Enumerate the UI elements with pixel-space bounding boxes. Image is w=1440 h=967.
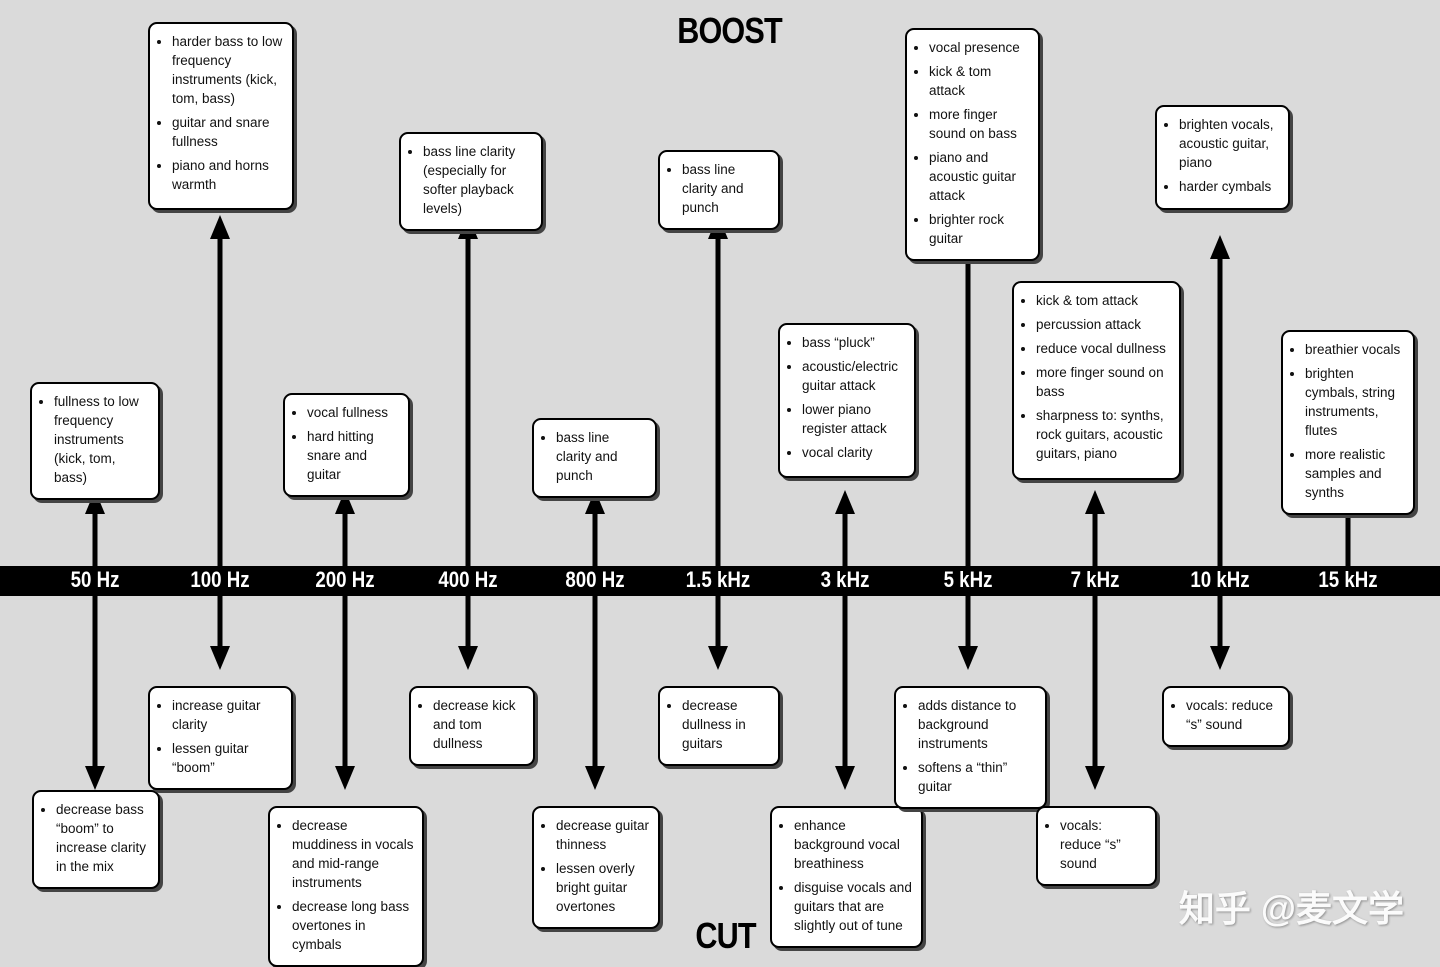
bullet-item: bass “pluck” bbox=[802, 333, 906, 352]
frequency-label: 15 kHz bbox=[1318, 567, 1378, 592]
cut-arrow-head bbox=[1085, 766, 1105, 790]
boost-box: bass line clarity and punch bbox=[532, 418, 657, 498]
bullet-item: vocal presence bbox=[929, 38, 1030, 57]
frequency-label: 50 Hz bbox=[70, 567, 120, 592]
bullet-item: harder cymbals bbox=[1179, 177, 1280, 196]
bullet-item: decrease guitar thinness bbox=[556, 816, 650, 854]
bullet-item: piano and acoustic guitar attack bbox=[929, 148, 1030, 205]
cut-arrow-head bbox=[708, 646, 728, 670]
boost-box: bass line clarity and punch bbox=[658, 150, 780, 230]
bullet-item: disguise vocals and guitars that are sli… bbox=[794, 878, 913, 935]
bullet-item: decrease long bass overtones in cymbals bbox=[292, 897, 414, 954]
bullet-item: lower piano register attack bbox=[802, 400, 906, 438]
frequency-band bbox=[0, 566, 1440, 596]
bullet-item: vocal clarity bbox=[802, 443, 906, 462]
bullet-item: vocal fullness bbox=[307, 403, 400, 422]
boost-box: bass “pluck” acoustic/electric guitar att… bbox=[778, 323, 916, 478]
bullet-item: guitar and snare fullness bbox=[172, 113, 284, 151]
bullet-item: percussion attack bbox=[1036, 315, 1171, 334]
boost-box: brighten vocals, acoustic guitar, piano h… bbox=[1155, 105, 1290, 210]
bullet-item: decrease kick and tom dullness bbox=[433, 696, 525, 753]
bullet-item: piano and horns warmth bbox=[172, 156, 284, 194]
bullet-item: bass line clarity and punch bbox=[682, 160, 770, 217]
bullet-item: decrease muddiness in vocals and mid-ran… bbox=[292, 816, 414, 892]
cut-arrow-head bbox=[835, 766, 855, 790]
cut-arrow-head bbox=[458, 646, 478, 670]
bullet-item: bass line clarity and punch bbox=[556, 428, 647, 485]
cut-arrow-head bbox=[335, 766, 355, 790]
frequency-label: 3 kHz bbox=[820, 567, 870, 592]
frequency-label: 200 Hz bbox=[315, 567, 375, 592]
boost-box: bass line clarity (especially for softer… bbox=[399, 132, 543, 231]
frequency-label: 10 kHz bbox=[1190, 567, 1250, 592]
cut-arrow-head bbox=[1210, 646, 1230, 670]
bullet-item: more finger sound on bass bbox=[929, 105, 1030, 143]
boost-box: breathier vocals brighten cymbals, string… bbox=[1281, 330, 1415, 515]
cut-box: decrease muddiness in vocals and mid-ran… bbox=[268, 806, 424, 967]
frequency-label: 100 Hz bbox=[190, 567, 250, 592]
watermark: 知乎 @麦文学 bbox=[1178, 888, 1404, 929]
frequency-label: 5 kHz bbox=[943, 567, 993, 592]
bullet-item: more finger sound on bass bbox=[1036, 363, 1171, 401]
frequency-label: 1.5 kHz bbox=[685, 567, 751, 592]
bullet-item: harder bass to low frequency instruments… bbox=[172, 32, 284, 108]
boost-box: kick & tom attack percussion attack reduce… bbox=[1012, 281, 1181, 480]
boost-box: fullness to low frequency instruments (k… bbox=[30, 382, 160, 500]
bullet-item: lessen guitar “boom” bbox=[172, 739, 283, 777]
bullet-item: kick & tom attack bbox=[929, 62, 1030, 100]
boost-arrow-head bbox=[585, 490, 605, 514]
boost-arrow-head bbox=[1085, 490, 1105, 514]
bullet-item: brighter rock guitar bbox=[929, 210, 1030, 248]
bullet-item: decrease bass “boom” to increase clarity… bbox=[56, 800, 150, 876]
cut-arrow-head bbox=[210, 646, 230, 670]
frequency-label: 7 kHz bbox=[1070, 567, 1120, 592]
cut-box: vocals: reduce “s” sound bbox=[1036, 806, 1157, 886]
bullet-item: lessen overly bright guitar overtones bbox=[556, 859, 650, 916]
bullet-item: vocals: reduce “s” sound bbox=[1186, 696, 1280, 734]
cut-box: vocals: reduce “s” sound bbox=[1162, 686, 1290, 747]
bullet-item: sharpness to: synths, rock guitars, acou… bbox=[1036, 406, 1171, 463]
cut-title: CUT bbox=[695, 915, 756, 956]
boost-box: vocal presence kick & tom attack more fing… bbox=[905, 28, 1040, 261]
cut-box: enhance background vocal breathinessdisg… bbox=[770, 806, 923, 948]
bullet-item: hard hitting snare and guitar bbox=[307, 427, 400, 484]
boost-arrow-head bbox=[335, 490, 355, 514]
cut-box: decrease bass “boom” to increase clarity… bbox=[32, 790, 160, 889]
bullet-item: vocals: reduce “s” sound bbox=[1060, 816, 1147, 873]
frequency-label: 400 Hz bbox=[438, 567, 498, 592]
boost-title: BOOST bbox=[677, 10, 782, 51]
bullet-item: more realistic samples and synths bbox=[1305, 445, 1405, 502]
cut-arrow-head bbox=[958, 646, 978, 670]
boost-box: harder bass to low frequency instruments… bbox=[148, 22, 294, 210]
bullet-item: increase guitar clarity bbox=[172, 696, 283, 734]
cut-box: decrease guitar thinness lessen overly br… bbox=[532, 806, 660, 929]
bullet-item: acoustic/electric guitar attack bbox=[802, 357, 906, 395]
bullet-item: decrease dullness in guitars bbox=[682, 696, 770, 753]
bullet-item: bass line clarity (especially for softer… bbox=[423, 142, 533, 218]
cut-box: decrease dullness in guitars bbox=[658, 686, 780, 766]
bullet-item: softens a “thin” guitar bbox=[918, 758, 1037, 796]
bullet-item: kick & tom attack bbox=[1036, 291, 1171, 310]
boost-arrow-head bbox=[85, 490, 105, 514]
cut-box: adds distance to background instruments s… bbox=[894, 686, 1047, 809]
frequency-label: 800 Hz bbox=[565, 567, 625, 592]
cut-box: increase guitar clarity lessen guitar “bo… bbox=[148, 686, 293, 790]
cut-box: decrease kick and tom dullness bbox=[409, 686, 535, 766]
bullet-item: fullness to low frequency instruments (k… bbox=[54, 392, 150, 487]
bullet-item: brighten cymbals, string instruments, fl… bbox=[1305, 364, 1405, 440]
boost-box: vocal fullness hard hitting snare and gui… bbox=[283, 393, 410, 497]
bullet-item: breathier vocals bbox=[1305, 340, 1405, 359]
bullet-item: adds distance to background instruments bbox=[918, 696, 1037, 753]
bullet-item: reduce vocal dullness bbox=[1036, 339, 1171, 358]
cut-arrow-head bbox=[85, 766, 105, 790]
boost-arrow-head bbox=[835, 490, 855, 514]
cut-arrow-head bbox=[585, 766, 605, 790]
bullet-item: brighten vocals, acoustic guitar, piano bbox=[1179, 115, 1280, 172]
bullet-item: enhance background vocal breathiness bbox=[794, 816, 913, 873]
boost-arrow-head bbox=[210, 215, 230, 239]
boost-arrow-head bbox=[1210, 235, 1230, 259]
